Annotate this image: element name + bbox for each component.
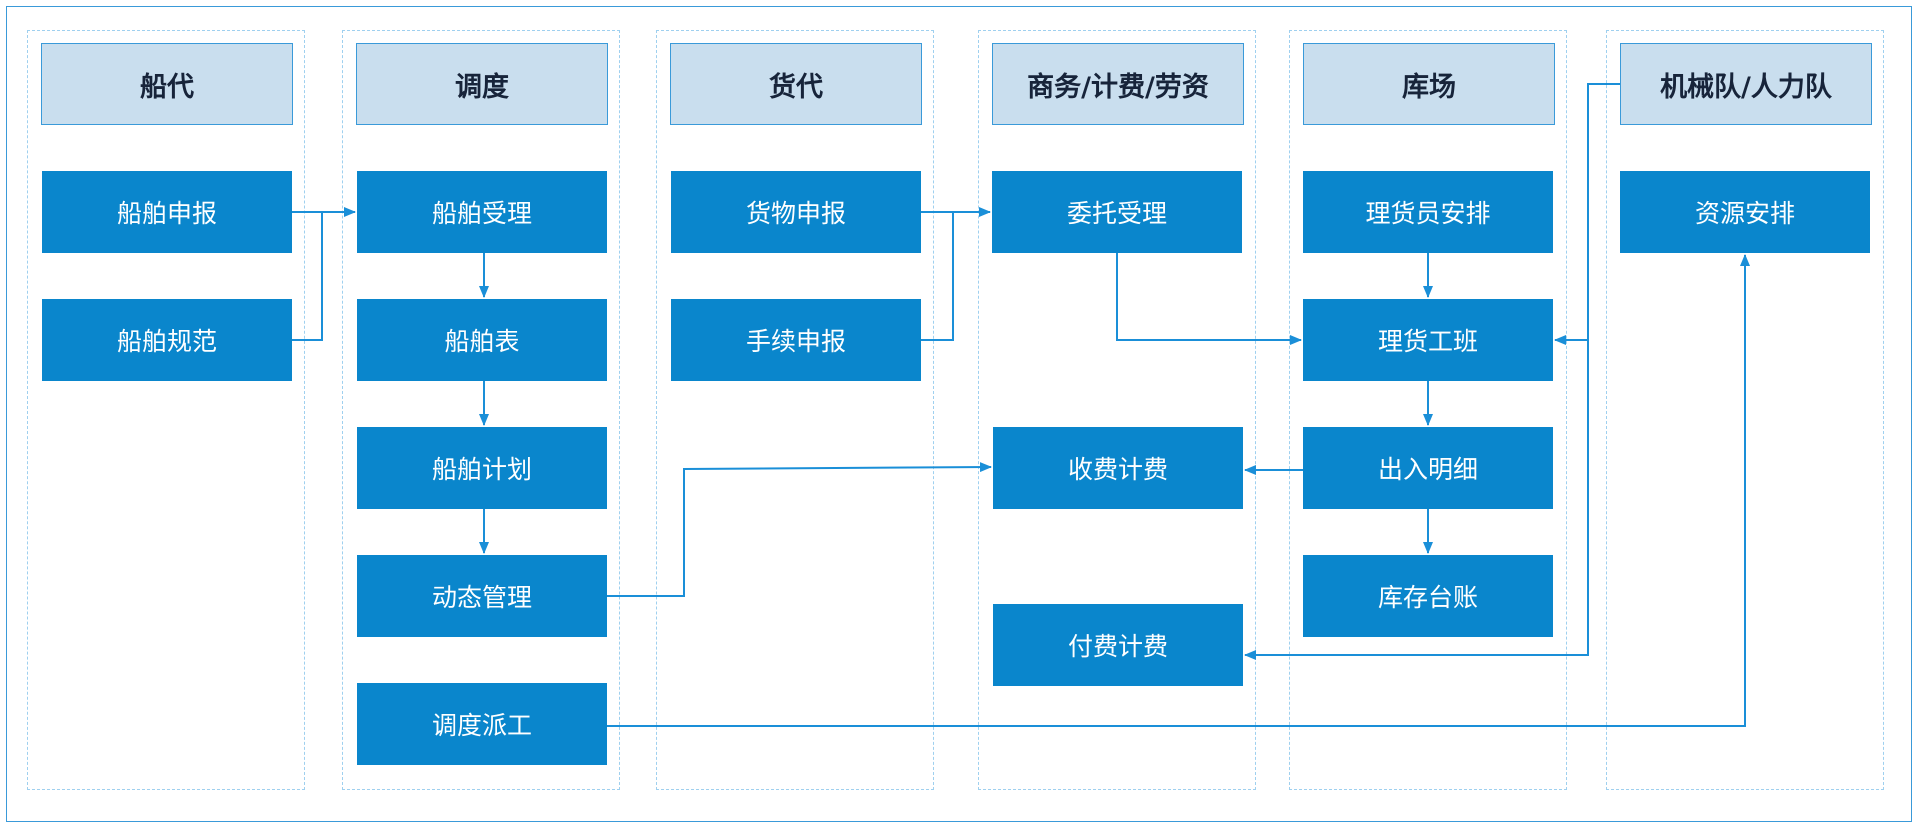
node-cargo-declare: 货物申报 [671,171,921,253]
node-ship-spec: 船舶规范 [42,299,292,381]
edge-procedure-to-entrust [921,212,954,341]
lane-title: 库场 [1303,43,1555,125]
lane-machinery-labor: 机械队/人力队 [1606,30,1884,790]
lane-warehouse: 库场 [1289,30,1567,790]
node-procedure-declare: 手续申报 [671,299,921,381]
edge-entrust-to-tally-team [1116,253,1302,345]
edge-dispatch-to-resource [607,254,1750,727]
lane-title: 货代 [670,43,922,125]
edge-ship-spec-to-accept [292,212,323,341]
lane-dispatch: 调度 [342,30,620,790]
node-entrust-accept: 委托受理 [992,171,1242,253]
node-inout-detail: 出入明细 [1303,427,1553,509]
node-ship-declare: 船舶申报 [42,171,292,253]
node-charge-billing: 收费计费 [993,427,1243,509]
node-ship-accept: 船舶受理 [357,171,607,253]
diagram-frame [6,6,1912,822]
edge-dynamic-to-charge [607,462,992,597]
node-dynamic-mgmt: 动态管理 [357,555,607,637]
node-ship-table: 船舶表 [357,299,607,381]
lane-title: 调度 [356,43,608,125]
edge-machinery-to-pay [1244,340,1589,660]
node-tally-arrange: 理货员安排 [1303,171,1553,253]
lane-freight-agent: 货代 [656,30,934,790]
node-ship-plan: 船舶计划 [357,427,607,509]
node-tally-team: 理货工班 [1303,299,1553,381]
lane-title: 船代 [41,43,293,125]
node-resource-arrange: 资源安排 [1620,171,1870,253]
node-pay-billing: 付费计费 [993,604,1243,686]
node-inventory-ledger: 库存台账 [1303,555,1553,637]
lane-title: 商务/计费/劳资 [992,43,1244,125]
lane-ship-agent: 船代 [27,30,305,790]
node-dispatch: 调度派工 [357,683,607,765]
lane-commerce-billing: 商务/计费/劳资 [978,30,1256,790]
edge-machinery-to-tally-team [1554,83,1620,345]
lane-title: 机械队/人力队 [1620,43,1872,125]
